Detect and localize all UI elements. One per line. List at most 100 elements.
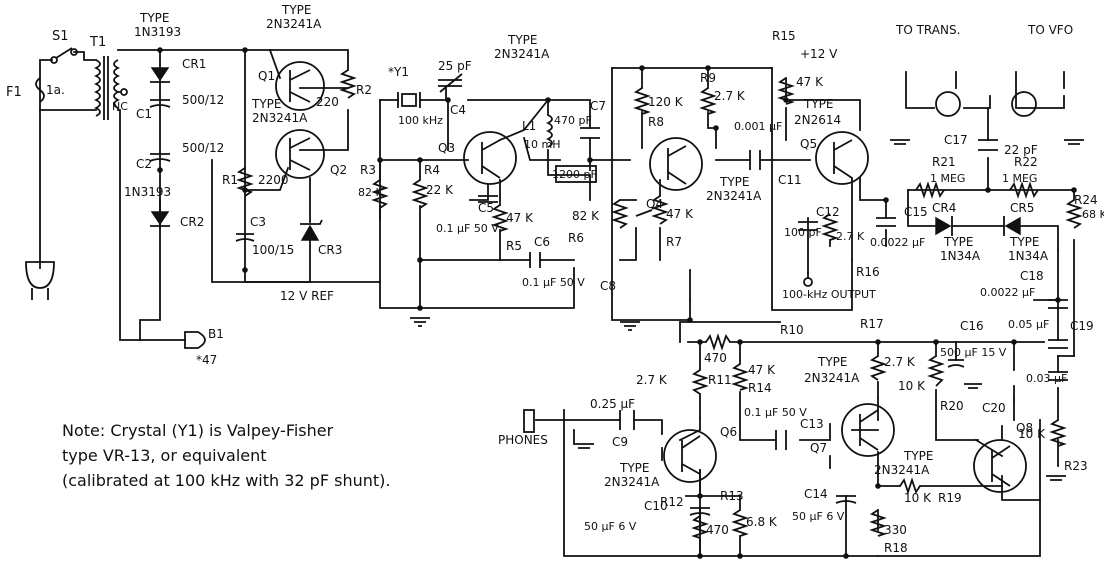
label-r20-val: 10 K — [898, 379, 926, 393]
label-q4-type: TYPE — [719, 175, 749, 189]
label-r6-val: 82 K — [572, 209, 600, 223]
inductor-l1 — [545, 114, 553, 148]
label-c4: C4 — [450, 103, 466, 117]
label-q1-type: TYPE — [281, 3, 311, 17]
label-t1: T1 — [89, 35, 106, 50]
label-cr1-part: 1N3193 — [134, 25, 181, 39]
label-cr4: CR4 — [932, 201, 956, 215]
label-c13-val: 0.1 µF 50 V — [744, 406, 807, 419]
label-cr1: CR1 — [182, 57, 206, 71]
label-nc: NC — [112, 100, 128, 113]
label-q6-type: TYPE — [619, 461, 649, 475]
label-r19-val: 10 K — [904, 491, 932, 505]
label-r22-val: 1 MEG — [1002, 172, 1037, 185]
label-l1-val: 10 mH — [524, 138, 560, 151]
label-f1: F1 — [6, 85, 22, 100]
label-fuse: 1a. — [46, 83, 65, 97]
label-r16: R16 — [856, 265, 880, 279]
transistor-q2 — [275, 129, 325, 179]
label-c12: C12 — [816, 205, 840, 219]
fuse-f1 — [35, 77, 45, 103]
label-output: 100-kHz OUTPUT — [782, 288, 876, 301]
label-r4: R4 — [424, 163, 440, 177]
label-c17: C17 — [944, 133, 968, 147]
label-r13-val: 6.8 K — [746, 515, 778, 529]
label-c18: C18 — [1020, 269, 1044, 283]
label-c8-val: 1200 pF — [552, 168, 597, 181]
label-q4: Q4 — [646, 197, 663, 211]
components — [25, 47, 1084, 539]
label-12v-ref: 12 V REF — [280, 289, 334, 303]
label-b1: B1 — [208, 327, 224, 341]
label-c2-val: 500/12 — [182, 141, 224, 155]
label-l1: L1 — [522, 119, 536, 133]
phones-jack — [523, 409, 535, 433]
label-q5-type: TYPE — [803, 97, 833, 111]
label-r21-val: 1 MEG — [930, 172, 965, 185]
label-c17-val: 22 pF — [1004, 143, 1038, 157]
label-c20-val: 0.03 µF — [1026, 372, 1067, 385]
label-q8-part: 2N3241A — [874, 463, 930, 477]
label-q1-part: 2N3241A — [266, 17, 322, 31]
label-q2: Q2 — [330, 163, 347, 177]
label-cr4-part: 1N34A — [940, 249, 981, 263]
wiring — [39, 48, 1075, 557]
label-r1-val: 2200 — [258, 173, 289, 187]
label-r23: R23 — [1064, 459, 1088, 473]
label-c18-val: 0.0022 µF — [980, 286, 1035, 299]
label-c8: C8 — [600, 279, 616, 293]
label-r14: R14 — [748, 381, 772, 395]
label-to-vfo: TO VFO — [1027, 23, 1073, 37]
label-r9-val: 2.7 K — [714, 89, 746, 103]
label-cr5-type: TYPE — [1009, 235, 1039, 249]
label-q5: Q5 — [800, 137, 817, 151]
label-c16-val: 500 µF 15 V — [940, 346, 1007, 359]
label-c7-val: 470 pF — [554, 114, 592, 127]
label-r9: R9 — [700, 71, 716, 85]
label-r10: R10 — [780, 323, 804, 337]
label-to-trans: TO TRANS. — [895, 23, 960, 37]
label-r22: R22 — [1014, 155, 1038, 169]
transformer-t1 — [93, 59, 101, 117]
label-r3: R3 — [360, 163, 376, 177]
label-c9-val: 0.25 µF — [590, 397, 635, 411]
label-c10-val: 50 µF 6 V — [584, 520, 637, 533]
label-q7-part: 2N3241A — [804, 371, 860, 385]
label-cr2: CR2 — [180, 215, 204, 229]
label-r13: R13 — [720, 489, 744, 503]
transistor-q5 — [815, 131, 869, 185]
label-c11: C11 — [778, 173, 802, 187]
label-phones: PHONES — [498, 433, 548, 447]
label-r24-val: 68 K — [1082, 208, 1104, 221]
label-r19: R19 — [938, 491, 962, 505]
label-r15-res: 47 K — [796, 75, 824, 89]
label-cr4-type: TYPE — [943, 235, 973, 249]
label-c1-val: 500/12 — [182, 93, 224, 107]
note-line-2: type VR-13, or equivalent — [62, 446, 267, 465]
label-c15: C15 — [904, 205, 928, 219]
label-q7: Q7 — [810, 441, 827, 455]
label-c5: C5 — [478, 201, 494, 215]
label-r18: R18 — [884, 541, 908, 555]
label-c5-val: 0.1 µF 50 V — [436, 222, 499, 235]
label-r12: R12 — [660, 495, 684, 509]
label-r10-val: 470 — [704, 351, 727, 365]
transistor-q7 — [841, 403, 895, 457]
label-q7-type: TYPE — [817, 355, 847, 369]
label-r2: R2 — [356, 83, 372, 97]
label-q4-part: 2N3241A — [706, 189, 762, 203]
note-line-1: Note: Crystal (Y1) is Valpey-Fisher — [62, 421, 334, 440]
transistor-q1 — [275, 61, 325, 111]
label-r3-val: 82 K — [358, 186, 383, 199]
label-c4-val: 25 pF — [438, 59, 472, 73]
label-r7: R7 — [666, 235, 682, 249]
label-c11-val: 0.001 µF — [734, 120, 782, 133]
label-r15-val: +12 V — [800, 47, 838, 61]
label-q3-part: 2N3241A — [494, 47, 550, 61]
label-r18-val: 330 — [884, 523, 907, 537]
transistor-q3 — [463, 131, 517, 185]
label-q6-part: 2N3241A — [604, 475, 660, 489]
label-q2-type: TYPE — [251, 97, 281, 111]
label-r1: R1 — [222, 173, 238, 187]
